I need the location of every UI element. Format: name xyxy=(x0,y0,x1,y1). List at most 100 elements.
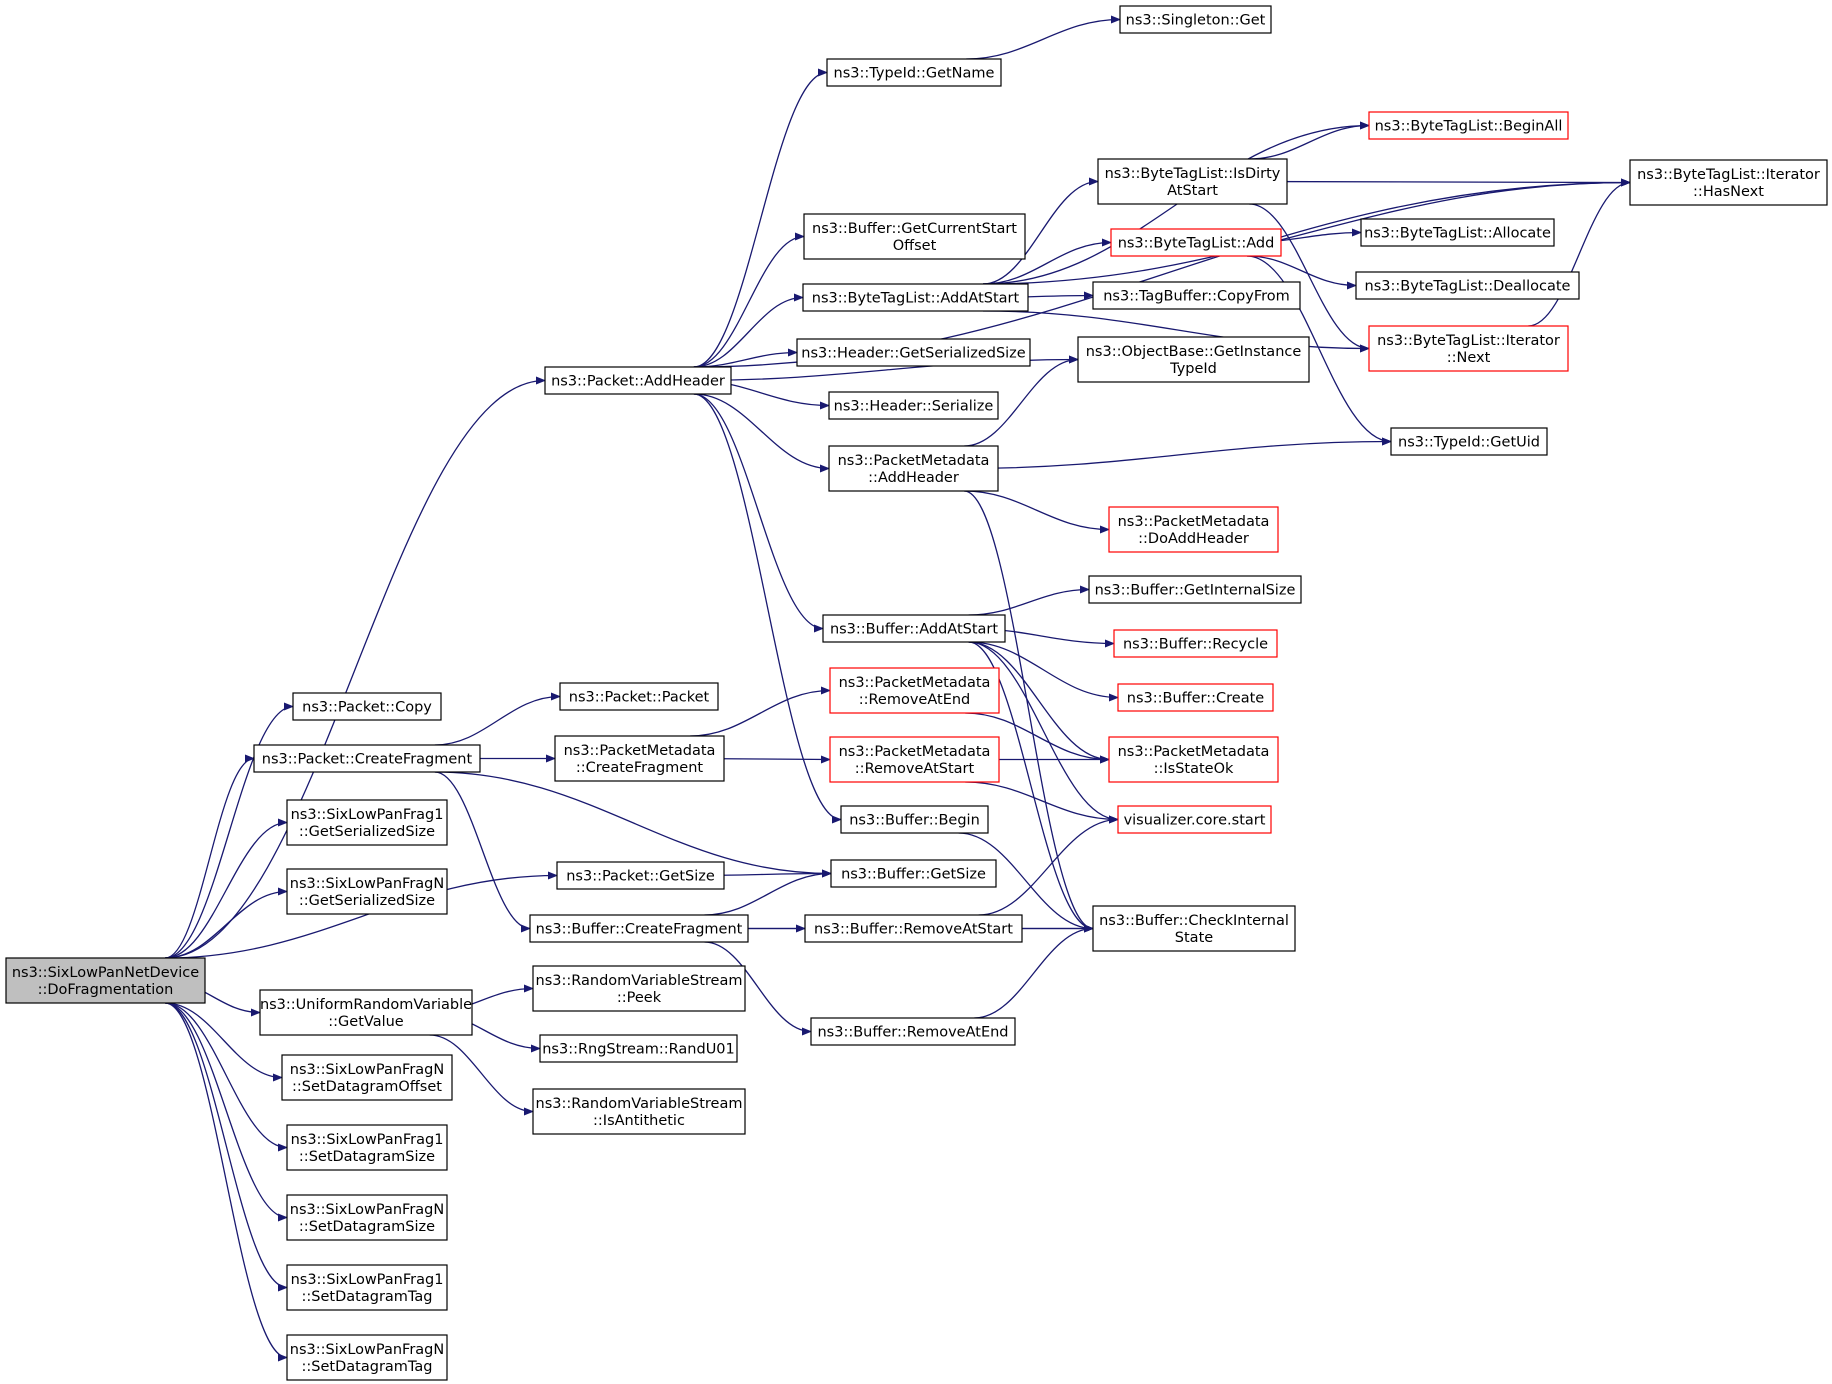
node-box xyxy=(253,744,481,773)
node-btl-allocate[interactable]: ns3::ByteTagList::Allocate xyxy=(1360,218,1555,247)
node-fragNsize[interactable]: ns3::SixLowPanFragN::GetSerializedSize xyxy=(286,868,448,915)
node-btl-dealloc[interactable]: ns3::ByteTagList::Deallocate xyxy=(1355,271,1580,300)
node-label: ns3::PacketMetadata xyxy=(564,743,716,759)
node-buf-create[interactable]: ns3::Buffer::Create xyxy=(1117,683,1274,712)
node-box xyxy=(286,868,448,915)
node-label: ns3::Header::Serialize xyxy=(834,399,994,415)
node-btl-itnext[interactable]: ns3::ByteTagList::Iterator::Next xyxy=(1368,325,1569,372)
node-rvs-peek[interactable]: ns3::RandomVariableStream::Peek xyxy=(532,965,746,1012)
node-singleton[interactable]: ns3::Singleton::Get xyxy=(1119,5,1272,34)
node-buf-recycle[interactable]: ns3::Buffer::Recycle xyxy=(1113,629,1278,658)
node-box xyxy=(1355,271,1580,300)
node-fNdgsize[interactable]: ns3::SixLowPanFragN::SetDatagramSize xyxy=(286,1194,448,1241)
node-box xyxy=(5,957,206,1004)
node-buf-getsize[interactable]: ns3::Buffer::GetSize xyxy=(830,859,997,888)
node-label: ns3::TypeId::GetUid xyxy=(1398,435,1540,451)
call-edge xyxy=(968,641,1094,933)
node-pm-addheader[interactable]: ns3::PacketMetadata::AddHeader xyxy=(828,445,999,492)
node-label: ::GetValue xyxy=(328,1014,404,1030)
node-label: TypeId xyxy=(1169,361,1217,377)
node-pm-doadd[interactable]: ns3::PacketMetadata::DoAddHeader xyxy=(1108,506,1279,553)
node-label: ns3::RandomVariableStream xyxy=(536,1096,743,1112)
node-typeid-uid[interactable]: ns3::TypeId::GetUid xyxy=(1390,427,1548,456)
call-edge xyxy=(964,490,1094,933)
node-pm-createfrag[interactable]: ns3::PacketMetadata::CreateFragment xyxy=(554,735,725,782)
node-box xyxy=(281,1054,453,1101)
node-buf-addatstart[interactable]: ns3::Buffer::AddAtStart xyxy=(822,614,1006,643)
node-label: ::RemoveAtStart xyxy=(855,761,975,777)
node-label: ::RemoveAtEnd xyxy=(859,692,971,708)
node-btl-beginall[interactable]: ns3::ByteTagList::BeginAll xyxy=(1368,111,1569,140)
call-edge xyxy=(704,941,812,1036)
node-urv[interactable]: ns3::UniformRandomVariable::GetValue xyxy=(259,989,473,1036)
node-pm-rmstart[interactable]: ns3::PacketMetadata::RemoveAtStart xyxy=(829,736,1000,783)
node-viz-start[interactable]: visualizer.core.start xyxy=(1117,805,1272,834)
node-pm-rmend[interactable]: ns3::PacketMetadata::RemoveAtEnd xyxy=(829,667,1000,714)
node-label: ns3::SixLowPanFrag1 xyxy=(291,807,444,823)
node-label: ns3::TagBuffer::CopyFrom xyxy=(1103,289,1290,305)
node-label: ns3::UniformRandomVariable xyxy=(260,997,472,1013)
node-label: ns3::ByteTagList::Iterator xyxy=(1637,167,1820,183)
node-f1dgtag[interactable]: ns3::SixLowPanFrag1::SetDatagramTag xyxy=(286,1264,448,1311)
call-edge xyxy=(1249,121,1370,160)
node-tagbuf-copy[interactable]: ns3::TagBuffer::CopyFrom xyxy=(1092,281,1301,310)
call-edge xyxy=(1528,178,1631,327)
node-label: ns3::ByteTagList::Deallocate xyxy=(1365,279,1571,295)
node-label: ns3::Buffer::GetInternalSize xyxy=(1095,583,1296,599)
node-buf-rmstart[interactable]: ns3::Buffer::RemoveAtStart xyxy=(804,914,1023,943)
node-addheader[interactable]: ns3::Packet::AddHeader xyxy=(544,366,732,395)
call-edge xyxy=(434,771,531,933)
node-f1dgsize[interactable]: ns3::SixLowPanFrag1::SetDatagramSize xyxy=(286,1124,448,1171)
node-box xyxy=(1097,158,1288,205)
node-box xyxy=(292,692,442,721)
call-edge xyxy=(968,641,1110,764)
node-rvs-anti[interactable]: ns3::RandomVariableStream::IsAntithetic xyxy=(532,1088,746,1135)
node-frag1size[interactable]: ns3::SixLowPanFrag1::GetSerializedSize xyxy=(286,799,448,846)
node-btl-addatstart[interactable]: ns3::ByteTagList::AddAtStart xyxy=(802,283,1029,312)
node-box xyxy=(559,682,719,711)
node-buf-rmend[interactable]: ns3::Buffer::RemoveAtEnd xyxy=(810,1017,1016,1046)
node-setdgoff[interactable]: ns3::SixLowPanFragN::SetDatagramOffset xyxy=(281,1054,453,1101)
node-buf-begin[interactable]: ns3::Buffer::Begin xyxy=(840,805,989,834)
node-copy[interactable]: ns3::Packet::Copy xyxy=(292,692,442,721)
node-getsize[interactable]: ns3::Packet::GetSize xyxy=(556,861,725,890)
node-label: ::AddHeader xyxy=(868,470,959,486)
node-hdr-serialize[interactable]: ns3::Header::Serialize xyxy=(828,391,999,420)
node-randu01[interactable]: ns3::RngStream::RandU01 xyxy=(539,1034,738,1063)
node-label: ns3::ByteTagList::AddAtStart xyxy=(812,291,1020,307)
call-edge xyxy=(958,832,1094,933)
node-box xyxy=(1629,159,1828,206)
node-label: visualizer.core.start xyxy=(1124,813,1266,829)
node-box xyxy=(286,1264,448,1311)
node-box xyxy=(1117,805,1272,834)
call-edge xyxy=(693,232,805,368)
node-box xyxy=(829,736,1000,783)
node-label: ns3::Singleton::Get xyxy=(1126,13,1266,29)
node-fNdgtag[interactable]: ns3::SixLowPanFragN::SetDatagramTag xyxy=(286,1334,448,1381)
call-edge xyxy=(165,754,255,959)
node-pm-isstateok[interactable]: ns3::PacketMetadata::IsStateOk xyxy=(1108,736,1279,783)
node-buf-internal[interactable]: ns3::Buffer::GetInternalSize xyxy=(1088,575,1302,604)
node-hdr-sersize[interactable]: ns3::Header::GetSerializedSize xyxy=(796,338,1031,367)
call-edge xyxy=(968,585,1090,616)
node-box xyxy=(803,213,1026,260)
node-root[interactable]: ns3::SixLowPanNetDevice::DoFragmentation xyxy=(5,957,206,1004)
node-typeidname[interactable]: ns3::TypeId::GetName xyxy=(826,58,1002,87)
node-bufcreatefrag[interactable]: ns3::Buffer::CreateFragment xyxy=(529,914,749,943)
node-box xyxy=(554,735,725,782)
node-btl-add[interactable]: ns3::ByteTagList::Add xyxy=(1110,228,1282,257)
node-label: ns3::Packet::CreateFragment xyxy=(262,752,473,768)
node-label: ns3::Buffer::CreateFragment xyxy=(536,922,743,938)
node-pkt-packet[interactable]: ns3::Packet::Packet xyxy=(559,682,719,711)
node-box xyxy=(840,805,989,834)
node-box xyxy=(1092,905,1296,952)
node-createfrag[interactable]: ns3::Packet::CreateFragment xyxy=(253,744,481,773)
node-label: ::IsAntithetic xyxy=(593,1113,685,1129)
node-label: ns3::Buffer::RemoveAtStart xyxy=(814,922,1013,938)
node-btl-hasnext[interactable]: ns3::ByteTagList::Iterator::HasNext xyxy=(1629,159,1828,206)
